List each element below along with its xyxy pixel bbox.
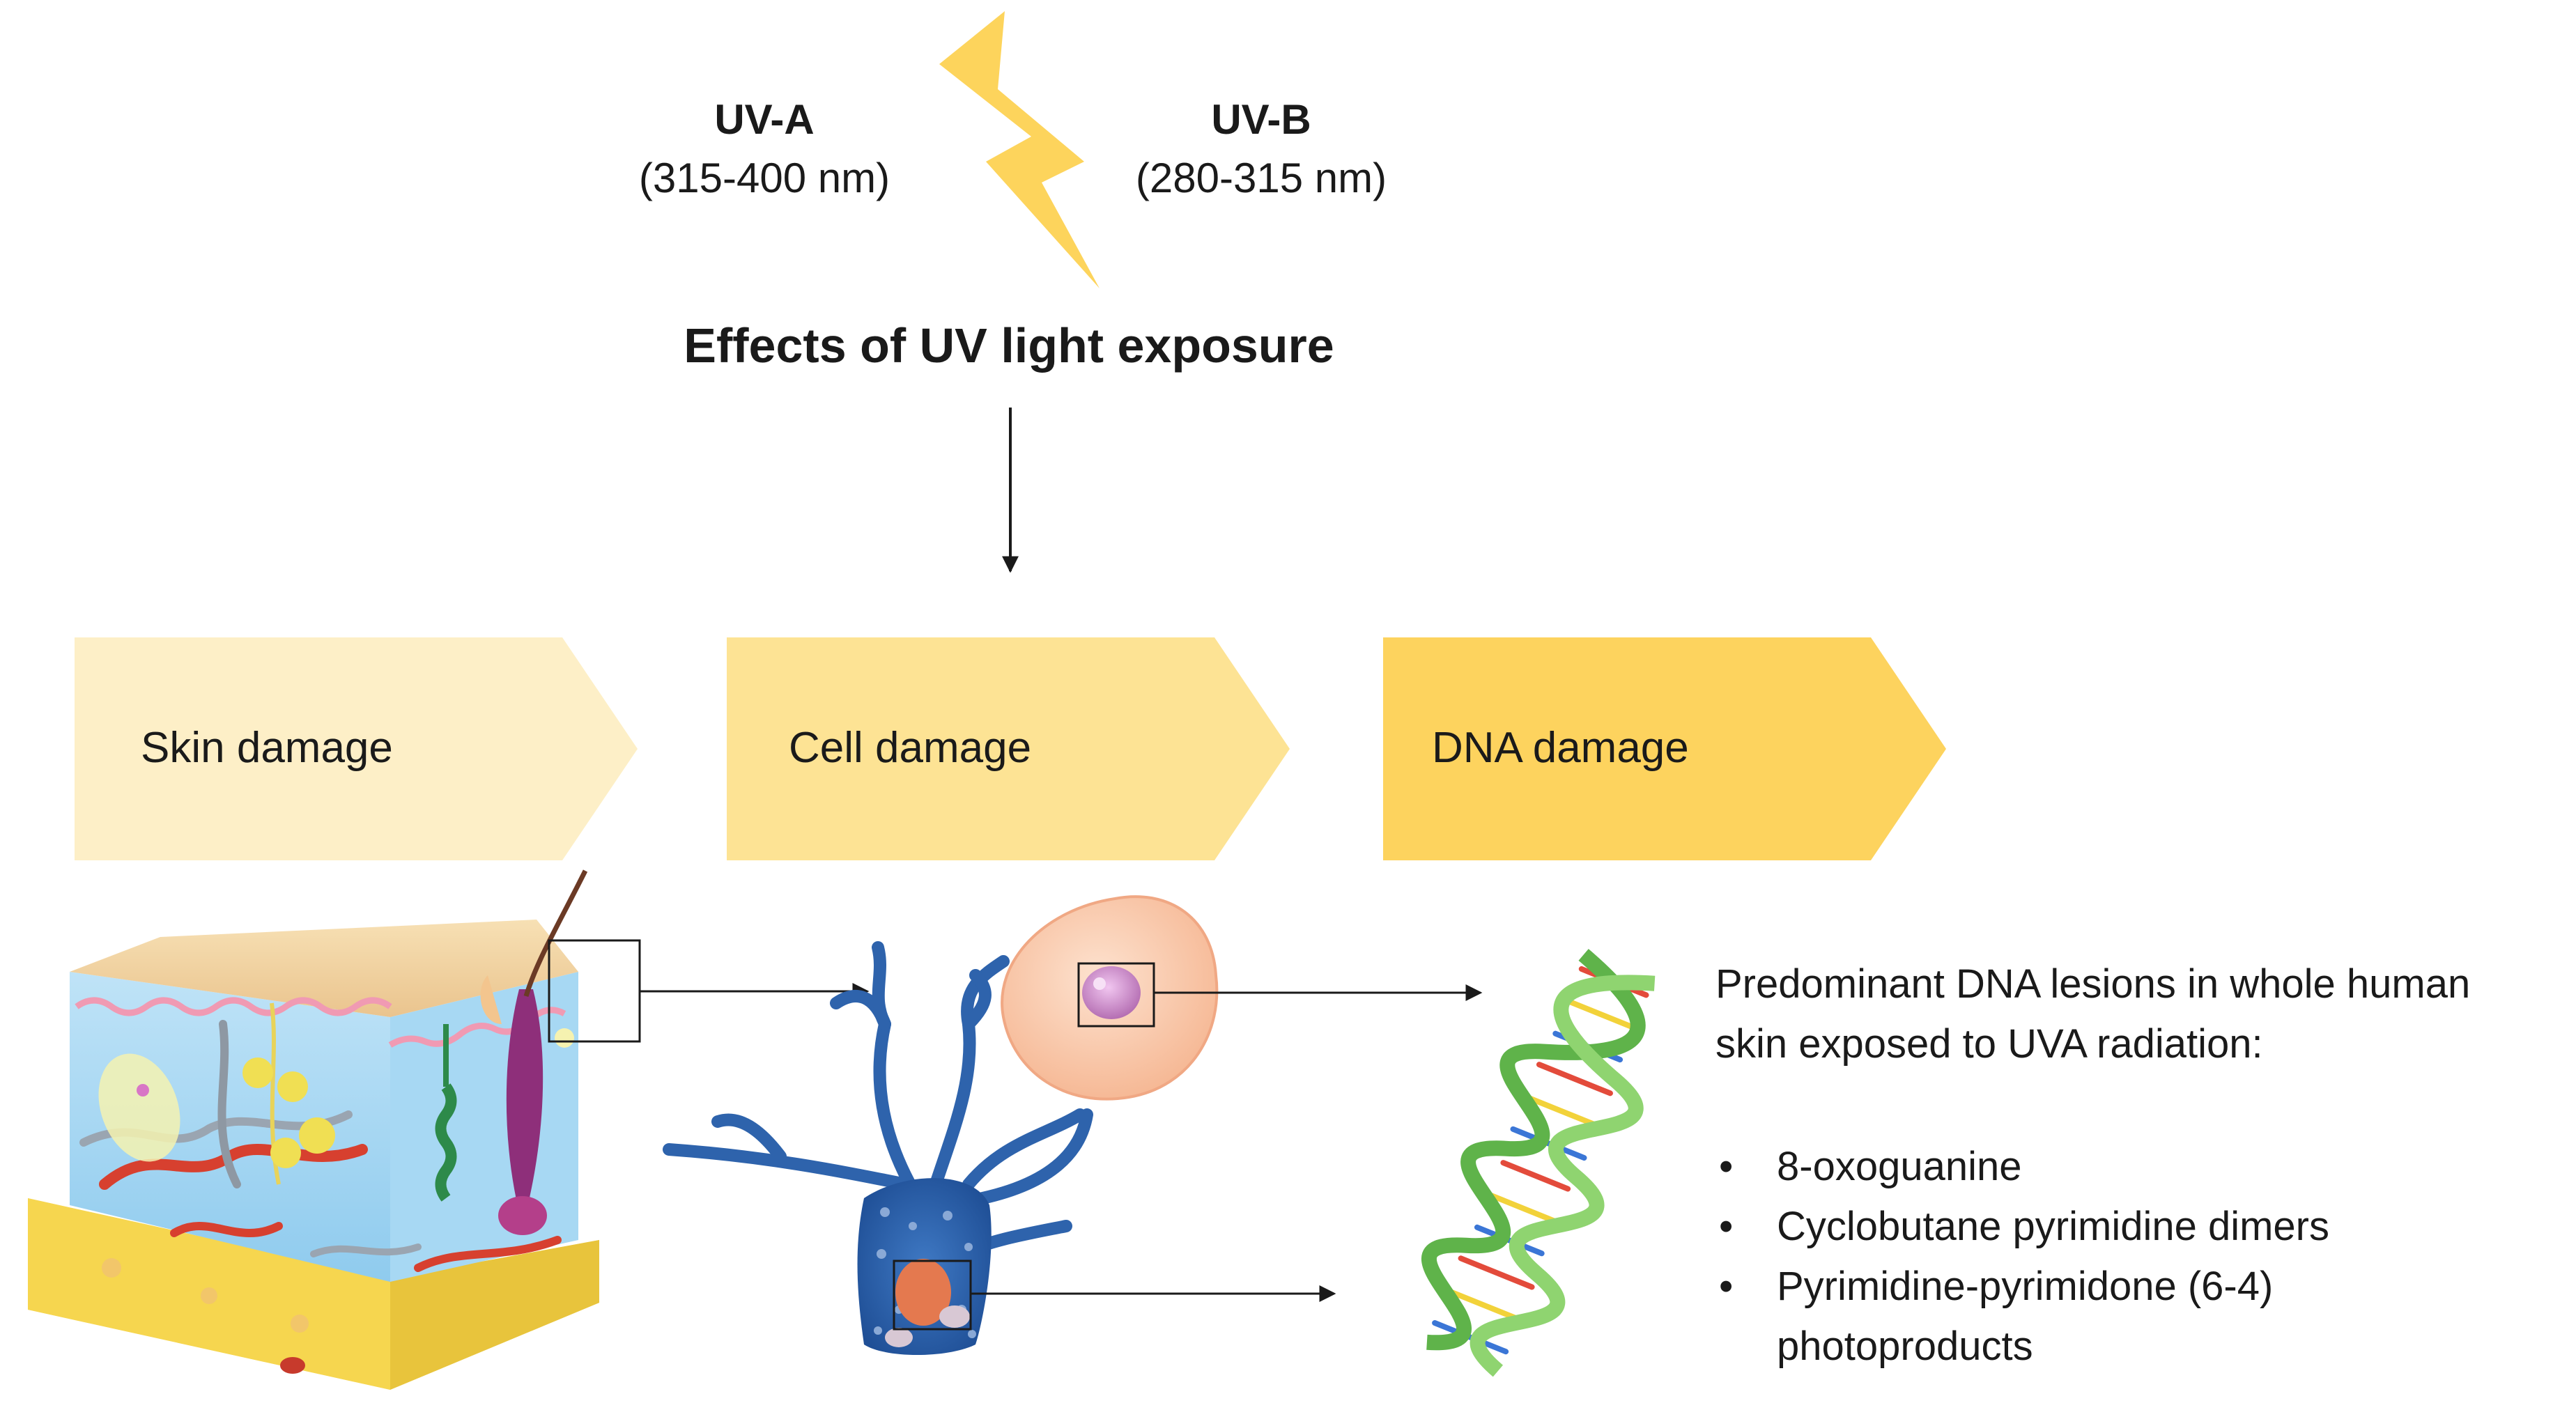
keratinocyte-cell-illustration (1001, 895, 1219, 1101)
stage-label-skin: Skin damage (141, 724, 393, 772)
lesion-item-text-continued: photoproducts (1777, 1324, 2033, 1369)
lightning-bolt-icon (939, 11, 1100, 288)
lesion-item-text: Cyclobutane pyrimidine dimers (1777, 1204, 2329, 1249)
stage-label-dna: DNA damage (1432, 724, 1689, 772)
lesion-item: Cyclobutane pyrimidine dimers (1711, 1197, 2329, 1257)
skin-cross-section-illustration (28, 869, 599, 1390)
lesion-item-text: Pyrimidine-pyrimidone (6-4) (1777, 1264, 2274, 1309)
melanocyte-cell-illustration (663, 941, 1093, 1355)
uv-a-name: UV-A (714, 96, 815, 143)
uv-b-range: (280-315 nm) (1135, 155, 1387, 201)
lesions-list: 8-oxoguanine Cyclobutane pyrimidine dime… (1711, 1137, 2329, 1377)
uv-a-range: (315-400 nm) (638, 155, 890, 201)
stage-chevron-skin (75, 637, 638, 860)
stage-chevron-dna (1383, 637, 1946, 860)
lesion-item-text: 8-oxoguanine (1777, 1144, 2022, 1189)
lesions-heading-line1: Predominant DNA lesions in whole human (1715, 961, 2471, 1007)
dna-double-helix-illustration (1421, 949, 1656, 1377)
neuron-callout-box (893, 1260, 972, 1331)
stage-chevron-cell (727, 637, 1290, 860)
lesions-heading-line2: skin exposed to UVA radiation: (1715, 1021, 2263, 1067)
lesion-item: 8-oxoguanine (1711, 1137, 2329, 1197)
diagram-title: Effects of UV light exposure (684, 318, 1334, 373)
stage-label-cell: Cell damage (789, 724, 1032, 772)
uv-b-name: UV-B (1211, 96, 1311, 143)
lesion-item: Pyrimidine-pyrimidone (6-4) photoproduct… (1711, 1257, 2329, 1377)
cell-callout-box (1077, 962, 1155, 1028)
